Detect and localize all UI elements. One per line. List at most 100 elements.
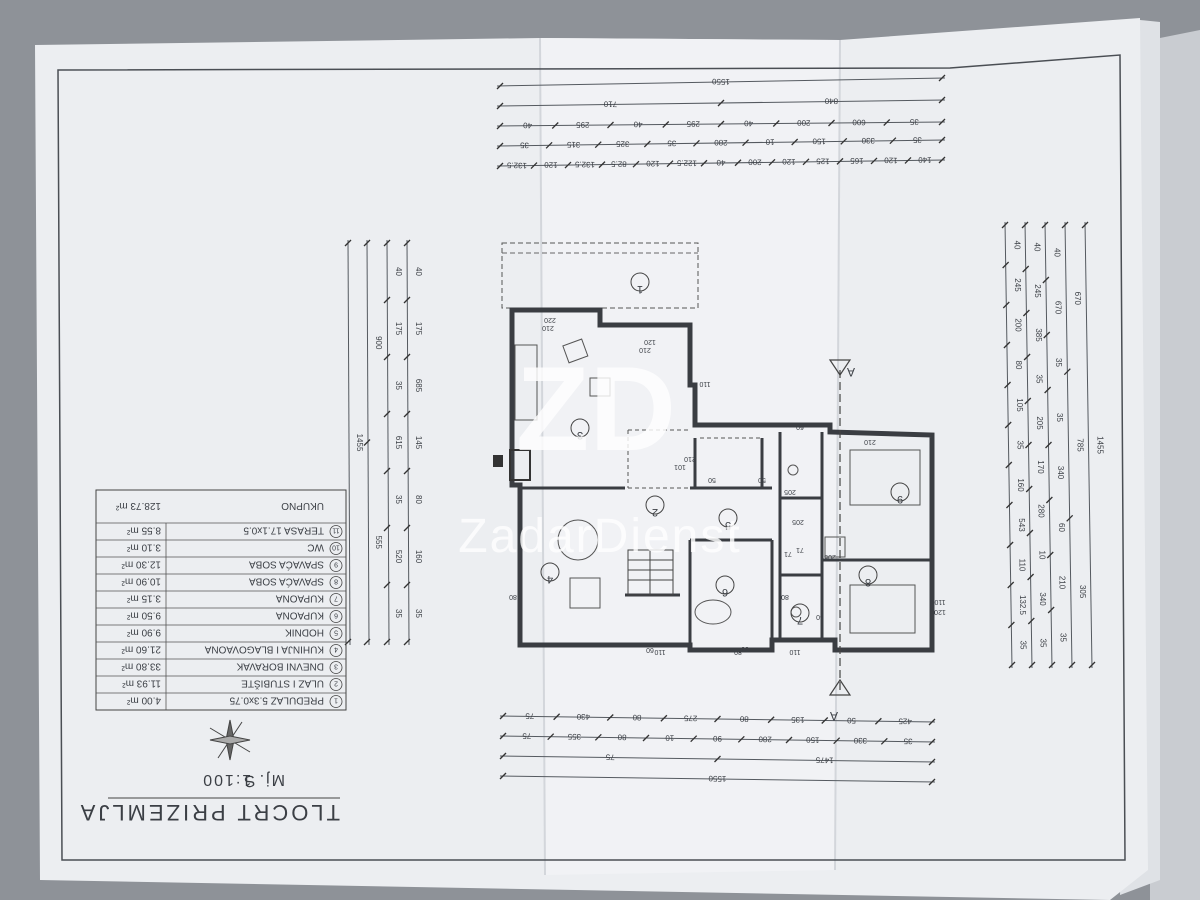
legend-room-area: 8.55 m² bbox=[126, 525, 161, 536]
inner-dimension-label: 60 bbox=[646, 646, 654, 653]
dimension-tick bbox=[714, 755, 721, 763]
legend-room-name: KUPAONA bbox=[276, 593, 324, 604]
exterior-walls bbox=[509, 307, 935, 653]
dimension-tick bbox=[660, 714, 668, 722]
dimension-label: 175 bbox=[414, 322, 423, 336]
paper-fold-middle bbox=[540, 38, 840, 875]
dimension-ticks-top bbox=[496, 74, 946, 170]
inner-dimension-label: 80 bbox=[734, 648, 742, 655]
dimension-tick bbox=[403, 239, 411, 247]
dimension-label: 35 bbox=[1059, 633, 1068, 642]
room-number-circle bbox=[645, 495, 665, 515]
dimension-tick bbox=[403, 638, 411, 646]
dimension-tick bbox=[700, 159, 708, 167]
legend-room-area: 12.30 m² bbox=[121, 559, 161, 570]
legend-room-number: 1 bbox=[334, 697, 338, 704]
dimension-tick bbox=[1088, 661, 1096, 669]
inner-dimension-label: 60 bbox=[796, 423, 804, 430]
legend-room-area: 3.10 m² bbox=[126, 542, 161, 553]
dimension-label: 170 bbox=[1036, 460, 1045, 474]
dimension-tick bbox=[547, 733, 555, 741]
dimension-tick bbox=[1044, 386, 1052, 394]
inner-dimension-label: 80 bbox=[781, 593, 789, 600]
dimension-label: 35 bbox=[667, 139, 677, 148]
dimension-tick bbox=[642, 734, 650, 742]
dimension-tick bbox=[938, 74, 946, 82]
dimension-tick bbox=[606, 714, 614, 721]
dimension-tick bbox=[836, 157, 844, 165]
dimension-tick bbox=[1043, 331, 1051, 339]
fireplace bbox=[509, 449, 531, 481]
dimension-label: 110 bbox=[1017, 559, 1026, 572]
dimension-tick bbox=[1007, 621, 1015, 629]
inner-dimension-label: 60 bbox=[816, 613, 824, 620]
dimension-tick bbox=[802, 158, 810, 166]
dimension-label: 200 bbox=[748, 157, 762, 166]
legend-number-circle bbox=[329, 559, 343, 572]
dimension-tick bbox=[643, 140, 651, 148]
watermark: ZD ZadarDienst bbox=[458, 342, 739, 563]
dimension-label: 120 bbox=[646, 159, 660, 168]
paper-fold-line bbox=[539, 37, 546, 876]
dimension-label: 600 bbox=[852, 118, 866, 127]
legend-room-area: 21.60 m² bbox=[121, 644, 161, 655]
dimension-label: 40 bbox=[1032, 243, 1041, 252]
dimension-label: 60 bbox=[1057, 523, 1066, 532]
dimension-tick bbox=[870, 157, 878, 165]
dimension-tick bbox=[821, 717, 829, 724]
paper-fold-line bbox=[834, 39, 841, 871]
dimension-tick bbox=[1047, 606, 1055, 614]
drawing-title: TLOCRT PRIZEMLJA bbox=[78, 800, 340, 825]
dimension-tick bbox=[692, 139, 700, 147]
chimney bbox=[493, 455, 503, 467]
legend-room-name: WC bbox=[307, 542, 324, 553]
dimension-label: 120 bbox=[544, 160, 558, 169]
dimension-tick bbox=[403, 467, 411, 475]
dimension-label: 132.5 bbox=[574, 160, 595, 169]
room-number-circle bbox=[540, 562, 560, 582]
legend-room-name: DNEVNI BORAVAK bbox=[236, 661, 324, 672]
dimension-label: 40 bbox=[1012, 241, 1021, 250]
dimension-tick bbox=[1045, 496, 1053, 504]
legend-room-name: PREDULAZ 5.3x0.75 bbox=[229, 695, 324, 706]
legend-room-number: 5 bbox=[334, 629, 338, 636]
dimension-tick bbox=[1026, 529, 1034, 537]
dimension-tick bbox=[662, 121, 670, 128]
dimension-label: 80 bbox=[739, 714, 749, 723]
legend-room-area: 9.90 m² bbox=[126, 627, 161, 638]
dimension-tick bbox=[1081, 221, 1089, 229]
dimension-tick bbox=[1025, 441, 1032, 449]
legend-total-label: UKUPNO bbox=[281, 500, 324, 511]
dimension-label: 10 bbox=[665, 733, 675, 742]
dimension-tick bbox=[737, 735, 745, 743]
dimension-tick bbox=[1066, 514, 1074, 522]
dimension-tick bbox=[1001, 221, 1009, 229]
dimension-label: 35 bbox=[1019, 641, 1028, 650]
terrace-outline bbox=[501, 242, 699, 309]
dimension-tick bbox=[938, 136, 946, 144]
dimension-label: 135 bbox=[791, 715, 805, 724]
dimension-label: 1455 bbox=[355, 434, 364, 452]
dimension-tick bbox=[717, 120, 725, 128]
north-label: S bbox=[243, 771, 256, 790]
dimension-label: 245 bbox=[1033, 284, 1042, 298]
dimension-tick bbox=[840, 137, 848, 145]
dimension-tick bbox=[1025, 485, 1033, 493]
dimension-tick bbox=[714, 715, 721, 723]
dimension-label: 35 bbox=[912, 135, 922, 144]
dimension-tick bbox=[828, 119, 835, 127]
legend-room-area: 3.15 m² bbox=[126, 593, 161, 604]
dimension-ticks-right bbox=[1001, 221, 1096, 669]
dimension-label: 140 bbox=[918, 155, 932, 164]
legend-total-area: 128.73 m² bbox=[115, 500, 161, 511]
dimension-label: 40 bbox=[394, 267, 403, 276]
dimension-label: 80 bbox=[414, 495, 423, 504]
dimension-labels-right: 402452008010535160543110132.535402453853… bbox=[1012, 241, 1104, 650]
dimension-label: 40 bbox=[523, 121, 533, 130]
dimension-label: 1550 bbox=[708, 774, 727, 783]
dimension-label: 315 bbox=[566, 140, 580, 149]
dimension-tick bbox=[938, 96, 946, 104]
dimension-label: 785 bbox=[1076, 438, 1085, 452]
dimension-label: 125 bbox=[816, 156, 830, 165]
